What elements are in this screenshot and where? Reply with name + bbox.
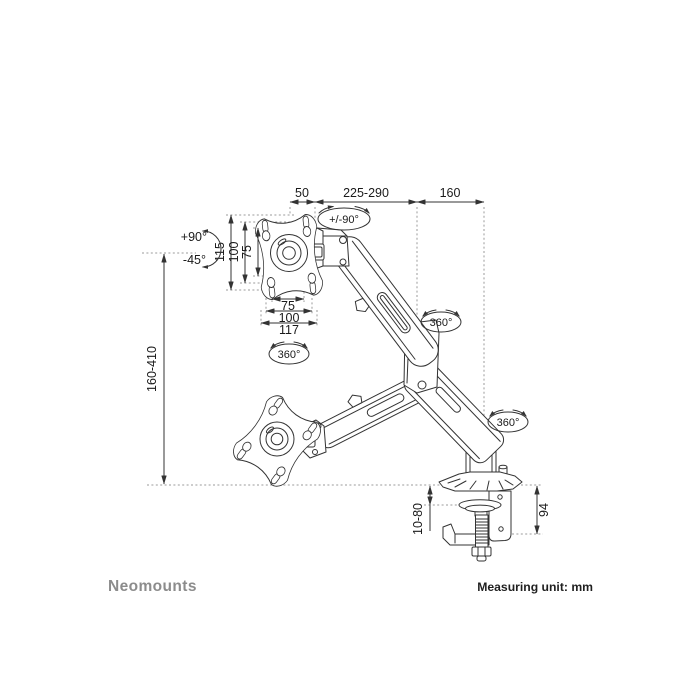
dim-vesa-vertical-label: 75 (240, 245, 254, 259)
dim-vesa-horizontal-label: 75 (281, 299, 295, 313)
dim-arm-reach-label: 225-290 (343, 186, 389, 200)
tilt-range-annotation: +90° -45° (181, 229, 222, 269)
dim-top-left-label: 50 (295, 186, 309, 200)
desk-base-plate (438, 464, 523, 492)
tilt-up-label: +90° (181, 230, 207, 244)
swivel-angle-label: +/-90° (329, 214, 359, 226)
vesa-rotation-label: 360° (278, 349, 301, 361)
brand-logo-text: Neomounts (108, 578, 197, 595)
cable-clip (354, 297, 370, 313)
dim-top-right-label: 160 (440, 186, 461, 200)
dim-plate-width-mid-label: 100 (279, 311, 300, 325)
dim-plate-width-outer-label: 117 (279, 323, 299, 337)
measuring-unit-note: Measuring unit: mm (477, 580, 593, 594)
upper-vesa-plate (253, 213, 325, 301)
rotation-badge-base: 360° (488, 410, 528, 432)
ghost-arm-lowered (228, 376, 428, 492)
dimension-lines (161, 199, 540, 535)
dim-plate-height-outer-label: 115 (213, 242, 227, 262)
dim-plate-height-mid-label: 100 (227, 242, 241, 263)
rotation-badge-swivel: +/-90° (317, 205, 371, 231)
dim-clamp-height-label: 94 (537, 503, 551, 517)
rotation-badge-arm: 360° (421, 310, 461, 332)
base-rotation-label: 360° (497, 417, 520, 429)
rotation-badge-vesa: 360° (269, 342, 309, 364)
clamp-screw (458, 499, 502, 562)
arm-rotation-label: 360° (430, 317, 453, 329)
dim-height-range-label: 160-410 (145, 346, 159, 392)
tilt-down-label: -45° (183, 253, 206, 267)
gas-spring-upper-arm (331, 236, 439, 367)
dim-clamp-opening-label: 10-80 (411, 503, 425, 535)
desk-clamp (442, 490, 512, 562)
tilt-arc-arrow (201, 229, 222, 269)
ghost-vesa-plate (228, 390, 326, 492)
